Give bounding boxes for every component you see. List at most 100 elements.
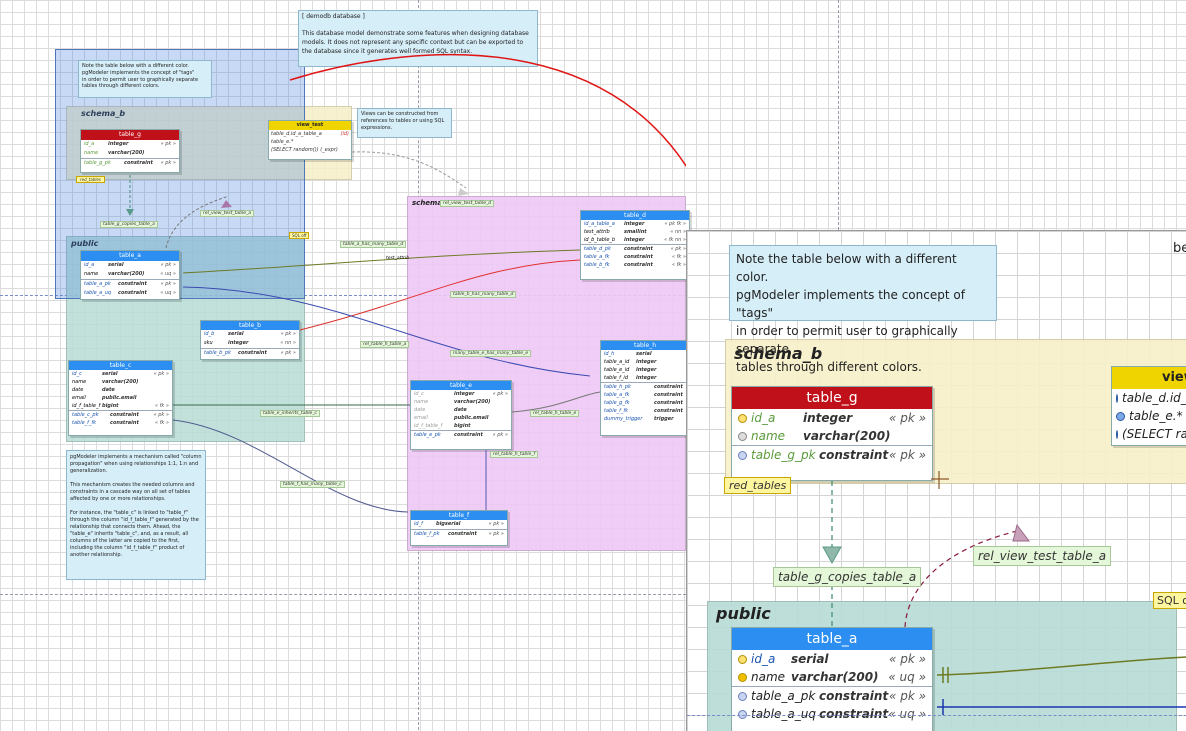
table-row[interactable]: table_e.* xyxy=(271,139,294,145)
rel-table-e-inherits-table-c[interactable]: table_e_inherits_table_c xyxy=(260,410,320,417)
zoom-panel[interactable]: schema_b public SQL off Note the table b… xyxy=(686,230,1186,731)
table-row[interactable]: (SELECT random()) (_expr) xyxy=(1112,425,1186,443)
table-title: table_g xyxy=(81,130,179,140)
table-title: table_d xyxy=(581,211,689,220)
sql-off-badge: SQL off xyxy=(289,232,310,239)
view-test[interactable]: view_test table_d.id_a_table_a table_e.*… xyxy=(1111,366,1186,446)
schema-title: public xyxy=(71,239,99,248)
table-row[interactable]: table_d.id_a_table_a(id) xyxy=(271,131,349,137)
tag-red-tables[interactable]: red_tables xyxy=(724,477,792,494)
note-tags[interactable]: Note the table below with a different co… xyxy=(729,245,997,374)
schema-title: public xyxy=(716,604,771,623)
table-title: table_b xyxy=(201,321,299,330)
table-title: table_a xyxy=(81,251,179,261)
table-title: table_e xyxy=(411,381,511,390)
rel-view-test-table-a[interactable]: rel_view_test_table_a xyxy=(973,546,1112,566)
note-tags[interactable]: Note the table below with a different co… xyxy=(78,60,212,98)
table-row[interactable]: (SELECT random()) (_expr) xyxy=(271,147,338,153)
view-title: view_test xyxy=(269,121,351,130)
rel-table-a-has-many-table-d[interactable]: table_a_has_many_table_d xyxy=(340,241,407,248)
table-title: table_f xyxy=(411,511,507,520)
rel-table-g-copies-table-a[interactable]: table_g_copies_table_a xyxy=(773,567,922,587)
unique-icon xyxy=(738,673,747,682)
key-icon xyxy=(738,414,747,423)
note-views[interactable]: Views can be constructed from references… xyxy=(357,108,452,138)
rel-many-table-e-has-many-table-e[interactable]: many_table_e_has_many_table_e xyxy=(450,350,532,357)
page-guide-horizontal xyxy=(0,594,686,595)
table-row[interactable]: table_d.id_a_table_a xyxy=(1112,389,1186,407)
rel-table-h-table-e[interactable]: rel_table_h_table_e xyxy=(530,410,580,417)
note-propagation[interactable]: pgModeler implements a mechanism called … xyxy=(66,450,206,580)
rel-table-h-table-f[interactable]: rel_table_h_table_f xyxy=(490,451,539,458)
tag-red-tables[interactable]: red_tables xyxy=(76,176,105,183)
rel-view-test-table-a[interactable]: rel_view_test_table_a xyxy=(200,210,255,217)
rel-table-b-has-many-table-d[interactable]: table_b_has_many_table_d xyxy=(450,291,517,298)
rel-attribute: test_attrib xyxy=(386,256,410,261)
rel-table-h-table-a[interactable]: rel_table_h_table_a xyxy=(360,341,410,348)
rel-view-test-table-d[interactable]: rel_view_test_table_d xyxy=(440,200,495,207)
table-row[interactable]: table_e.* xyxy=(1112,407,1186,425)
rel-table-f-has-many-table-c[interactable]: table_f_has_many_table_c xyxy=(280,481,345,488)
rel-table-g-copies-table-a[interactable]: table_g_copies_table_a xyxy=(100,221,158,228)
view-test[interactable]: view_test table_d.id_a_table_a(id) table… xyxy=(268,120,352,160)
note-demodb[interactable]: [ demodb database ] This database model … xyxy=(298,10,538,67)
